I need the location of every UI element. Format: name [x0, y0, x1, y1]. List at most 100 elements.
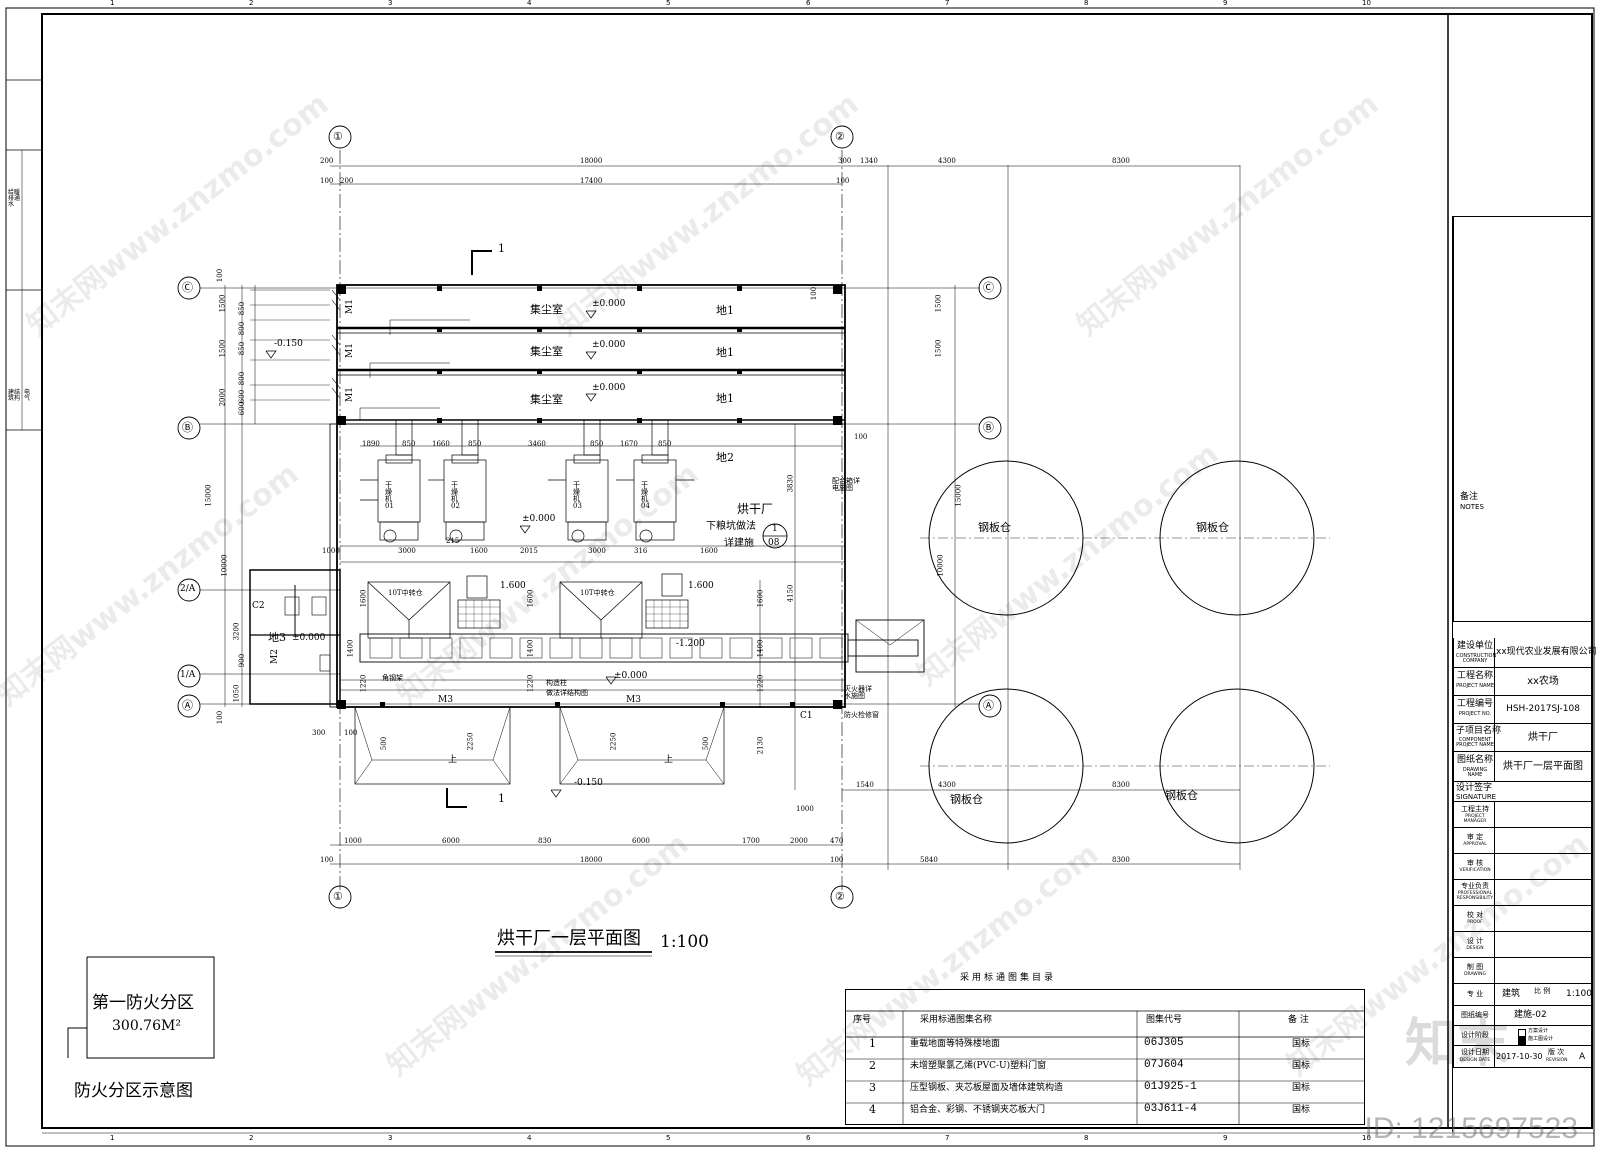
tb-revision-label: 版 次	[1548, 1048, 1565, 1056]
tb-role-cn: 专业负责	[1461, 882, 1489, 890]
tb-projno-row: 工程编号 PROJECT NO. HSH-2017SJ-108	[1453, 696, 1593, 724]
tb-stage-opt: 方案设计	[1528, 1028, 1549, 1034]
standards-col-header: 备 注	[1288, 1015, 1309, 1025]
dim-right: 4150	[786, 584, 795, 603]
dim-misc: 1600	[359, 589, 368, 608]
tb-profession-label: 专 业	[1466, 990, 1484, 998]
standards-row-name: 重载地面等特殊楼地面	[910, 1039, 1001, 1049]
detail-ref-bottom: 08	[768, 538, 780, 548]
axis-label-c-left: Ⓒ	[182, 281, 193, 294]
standards-row-no: 3	[869, 1081, 876, 1094]
level-mark: ±0.000	[522, 514, 556, 524]
sidebar-label: 电气	[24, 389, 31, 402]
dryer-label: 干燥机01	[385, 481, 394, 510]
grid-number: 6	[806, 1134, 811, 1142]
grid-number: 7	[945, 1134, 950, 1142]
dim-left: 850	[238, 341, 247, 356]
dim-top-17400: 17400	[580, 177, 603, 185]
tb-signature-label-en: SIGNATURE	[1456, 793, 1497, 801]
tb-date-label-en: DESIGN DATE	[1459, 1058, 1491, 1063]
dim-inner: 850	[468, 440, 482, 448]
grid-number: 3	[388, 0, 393, 7]
sidebar-label: 结构	[14, 389, 21, 402]
level-mark: -0.150	[574, 778, 603, 788]
level-mark: ±0.000	[614, 671, 648, 681]
tb-stage-label: 设计阶段	[1461, 1031, 1489, 1039]
dim-left: 100	[216, 710, 225, 725]
dim-inner: 1890	[362, 440, 380, 448]
grid-number: 5	[666, 0, 671, 7]
dim-left: 10000	[220, 554, 229, 577]
dryer-label: 干燥机04	[641, 481, 650, 510]
notes-box: 备注 NOTES	[1453, 216, 1593, 622]
dim-mid: 2015	[520, 547, 538, 555]
tb-signature-label: 设计签字	[1456, 783, 1493, 793]
dim-bottom-8300b: 8300	[1112, 781, 1130, 789]
room-label-dust-2: 集尘室	[530, 345, 563, 358]
tb-date-label: 设计日期	[1461, 1048, 1489, 1056]
dim-right: 1500	[934, 339, 943, 358]
dim-left: 800	[238, 321, 247, 336]
dim-mid: 316	[634, 547, 648, 555]
silo-label-3: 钢板仓	[950, 793, 983, 806]
detail-note: 防火检修窗	[844, 711, 879, 719]
tb-projno-label: 工程编号	[1456, 699, 1493, 709]
dim-left: 1500	[218, 294, 227, 313]
tb-drawing-label: 图纸名称	[1456, 755, 1493, 765]
door-m3: M3	[438, 695, 453, 705]
level-mark: -0.150	[274, 339, 303, 349]
dim-misc: 2250	[466, 732, 475, 751]
tb-role-row: 审 定 APPROVAL	[1453, 828, 1593, 854]
stage-checkbox-1[interactable]	[1518, 1029, 1526, 1037]
grid-number: 3	[388, 1134, 393, 1142]
tb-role-row: 制 图 DRAWING	[1453, 958, 1593, 984]
grid-number: 1	[110, 1134, 115, 1142]
grid-number: 8	[1084, 1134, 1089, 1142]
level-mark: ±0.000	[592, 383, 626, 393]
dim-inner: 3460	[528, 440, 546, 448]
dim-misc: 1000	[322, 547, 340, 555]
standards-row-no: 4	[869, 1103, 876, 1116]
tb-revision-label-en: REVISION	[1546, 1058, 1568, 1063]
floor-label-1b: 地1	[716, 346, 734, 359]
dim-bottom-100b: 100	[830, 856, 844, 864]
dim-right: 1220	[756, 674, 765, 693]
dim-top-100a: 100	[320, 177, 334, 185]
detail-note: 配合箱详电施图	[832, 477, 860, 492]
title-block: 备注 NOTES 建设单位 CONSTRUCTION COMPANY xx现代农…	[1452, 216, 1597, 1132]
tb-role-en: DRAWING	[1464, 972, 1486, 977]
detail-note: 角钢架	[382, 674, 403, 682]
standards-row-no: 1	[869, 1037, 876, 1050]
axis-label-2-top: ②	[835, 130, 845, 143]
dim-bottom: 1700	[742, 837, 760, 845]
dim-misc: 2250	[609, 732, 618, 751]
dim-left: 900	[238, 653, 247, 668]
dim-inner: 850	[590, 440, 604, 448]
ramp-up-label: 上	[448, 755, 458, 765]
dim-right: 15000	[954, 484, 963, 507]
dim-top-200a: 200	[320, 157, 334, 165]
standards-heading: 采用标通图集目录	[960, 973, 1057, 983]
stage-checkbox-2[interactable]	[1518, 1037, 1526, 1045]
tb-drawno-label: 图纸编号	[1461, 1011, 1489, 1019]
tb-stage-row: 设计阶段 方案设计 施工图设计	[1453, 1026, 1593, 1046]
tb-role-cn: 工程主持	[1461, 805, 1489, 813]
dim-top-4300: 4300	[938, 157, 956, 165]
watermark-id: ID: 1215697523	[1364, 1112, 1578, 1145]
grid-number: 2	[249, 1134, 254, 1142]
silo-label-1: 钢板仓	[978, 521, 1011, 534]
level-mark: -1.200	[676, 639, 705, 649]
level-mark: ±0.000	[592, 299, 626, 309]
grid-number: 2	[249, 0, 254, 7]
window-c2: C2	[252, 601, 265, 611]
axis-label-1-top: ①	[333, 130, 343, 143]
dim-bottom: 830	[538, 837, 552, 845]
tb-role-cn: 设 计	[1466, 937, 1484, 945]
fire-zone-area: 300.76M²	[112, 1018, 181, 1034]
tb-profession-row: 专 业 建筑 比 例 1:100	[1453, 984, 1593, 1006]
tb-role-en: APPROVAL	[1463, 842, 1487, 847]
door-m1: M1	[344, 299, 355, 314]
fire-zone-name: 第一防火分区	[92, 993, 194, 1013]
tb-projno: HSH-2017SJ-108	[1506, 704, 1580, 714]
